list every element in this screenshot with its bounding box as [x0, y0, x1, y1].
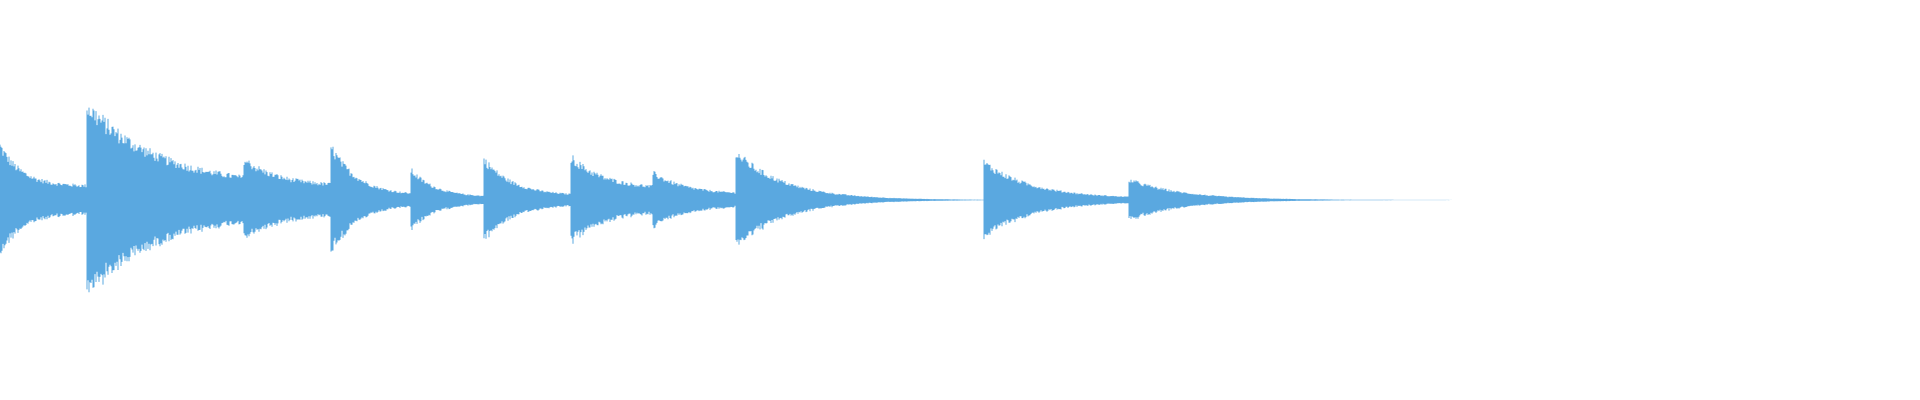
waveform-path: [0, 107, 1452, 293]
waveform-bars: [0, 107, 1452, 293]
